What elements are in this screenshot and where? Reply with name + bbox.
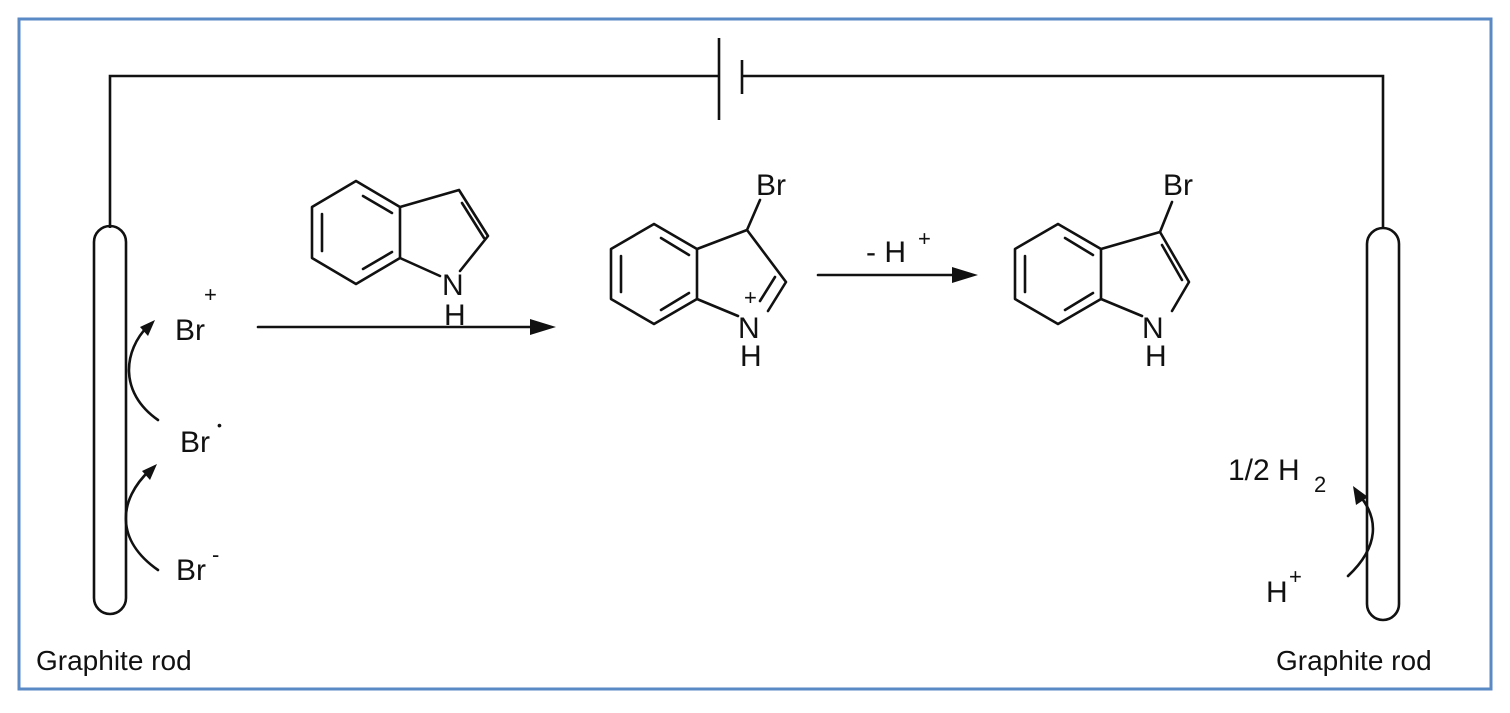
product-c7a-n: [1099, 297, 1144, 318]
anode-curved-arrows: [124, 320, 160, 572]
intermediate-pyrrole-bonds: [695, 228, 788, 313]
intermediate-c2n-double: [758, 275, 777, 303]
radical-to-cation-arrowhead: [140, 320, 155, 336]
intermediate-structure: Br N + H: [609, 169, 788, 373]
indole-n-label: N: [442, 269, 464, 302]
product-c-br-bond: [1158, 200, 1174, 234]
intermediate-n-label: N: [738, 312, 760, 345]
step1-arrow: [256, 319, 556, 335]
left-graphite-rod: [92, 224, 128, 616]
intermediate-br-label: Br: [756, 169, 786, 202]
proton-to-h2-arrowhead: [1353, 486, 1368, 505]
right-wire: [742, 74, 1385, 228]
circuit: [108, 38, 1385, 228]
indole-c7a-n: [398, 256, 442, 278]
product-pyrrole-bonds: [1099, 230, 1191, 313]
br-anion-label: Br: [176, 554, 206, 587]
br-anion-charge: -: [212, 542, 219, 567]
intermediate-c-br-bond: [745, 198, 762, 232]
product-benzene-ring: [1013, 222, 1103, 326]
anion-to-radical-arrow: [124, 468, 160, 572]
radical-to-cation-arrow: [127, 324, 160, 422]
proton-charge: +: [1289, 564, 1302, 589]
indole-double-bond-1: [361, 194, 394, 215]
diagram-frame: [17, 17, 1493, 691]
indole-pyrrole-bonds: [398, 188, 490, 273]
product-double-bond-3: [1063, 291, 1095, 312]
proton-label: H: [1266, 576, 1288, 609]
anion-to-radical-arrowhead: [142, 464, 157, 480]
intermediate-double-bond-3: [659, 291, 691, 312]
intermediate-double-bond-1: [659, 236, 691, 257]
br-cation-charge: +: [204, 282, 217, 307]
left-electrode-label: Graphite rod: [36, 645, 192, 676]
product-structure: Br N H: [1013, 169, 1193, 373]
h2-label: 1/2 H: [1228, 454, 1300, 487]
br-cation-label: Br: [175, 314, 205, 347]
product-h-label: H: [1145, 340, 1167, 373]
intermediate-benzene-ring: [609, 222, 699, 326]
step2-label-charge: +: [918, 226, 931, 251]
product-double-bond-1: [1063, 236, 1095, 257]
intermediate-h-label: H: [740, 340, 762, 373]
product-c2c3-double: [1160, 243, 1184, 282]
indole-structure: N H: [310, 179, 490, 332]
indole-double-bond-3: [361, 250, 394, 271]
br-radical-dot: •: [217, 417, 222, 433]
proton-to-h2-arrow: [1346, 494, 1375, 578]
br-radical-label: Br: [180, 426, 210, 459]
step2-arrow-head: [952, 267, 978, 283]
step2-label: - H: [866, 236, 906, 269]
step2-arrow: - H +: [816, 226, 978, 283]
indole-benzene-ring: [310, 179, 402, 286]
product-br-label: Br: [1163, 169, 1193, 202]
left-wire: [108, 74, 719, 228]
indole-c2c3-double: [460, 201, 486, 240]
indole-h-label: H: [444, 299, 466, 332]
product-n-label: N: [1142, 312, 1164, 345]
right-electrode-label: Graphite rod: [1276, 645, 1432, 676]
intermediate-n-charge: +: [744, 285, 757, 310]
h2-subscript: 2: [1314, 472, 1326, 497]
intermediate-c7a-n: [695, 297, 740, 318]
right-graphite-rod: [1365, 226, 1401, 622]
step1-arrow-head: [530, 319, 556, 335]
